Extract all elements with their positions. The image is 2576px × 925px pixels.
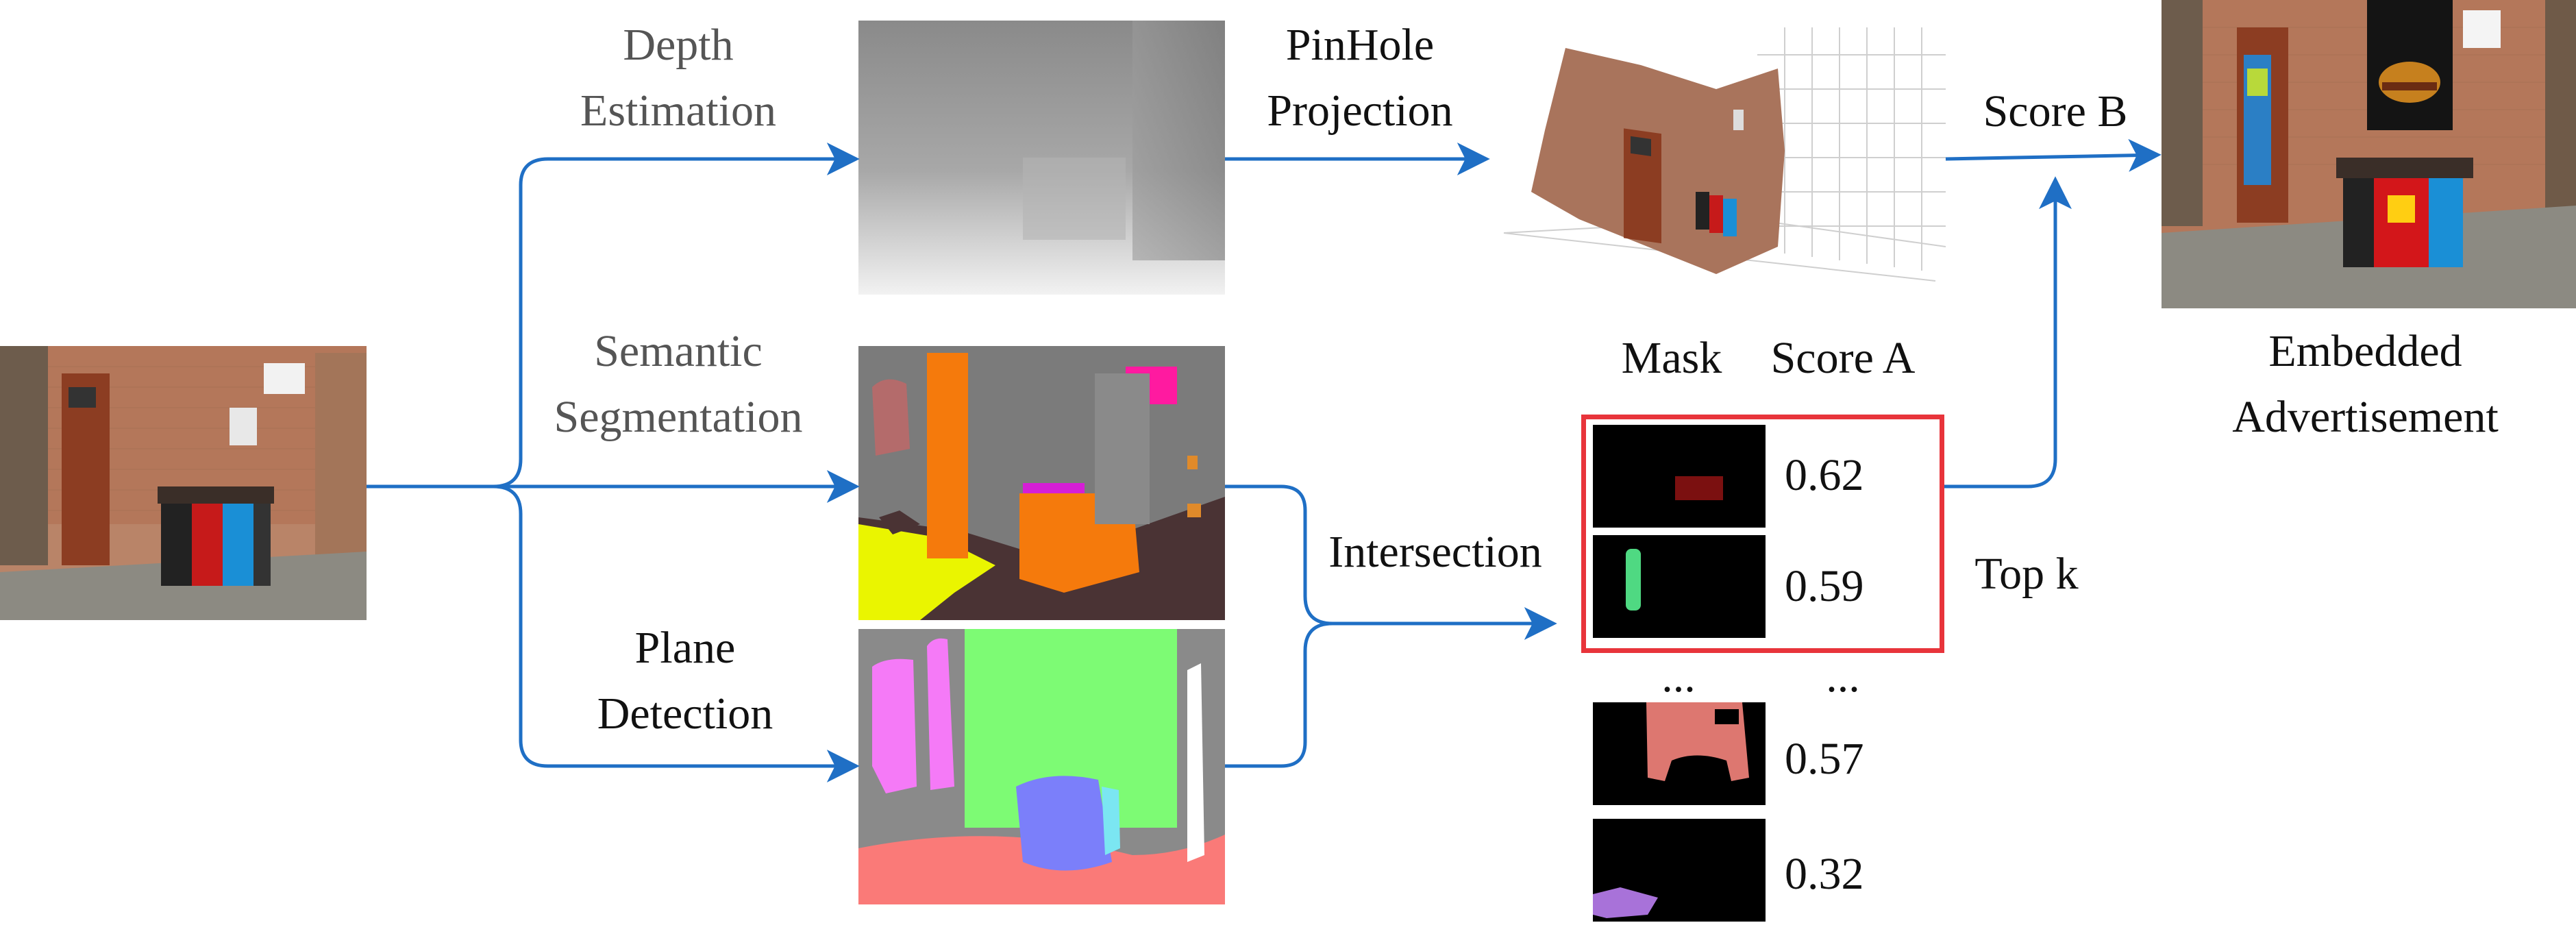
score-value-3: 0.57 xyxy=(1785,734,1864,784)
label-semantic-line2: Segmentation xyxy=(554,392,803,442)
score-ellipsis: ... xyxy=(1826,652,1860,702)
arrow-seg-to-intersection xyxy=(1225,484,1557,640)
label-pinhole-projection: PinHole Projection xyxy=(1243,12,1476,144)
mask-image-1 xyxy=(1593,425,1766,528)
mask-image-2 xyxy=(1593,535,1766,638)
arrow-plane-to-intersection xyxy=(1225,621,1333,768)
mask-image-4 xyxy=(1593,819,1766,922)
arrow-topk-to-scoreb xyxy=(1944,176,2072,489)
score-value-2: 0.59 xyxy=(1785,561,1864,611)
label-semantic-segmentation: Semantic Segmentation xyxy=(521,319,836,450)
label-plane-detection: Plane Detection xyxy=(562,615,808,747)
arrow-projection-to-output xyxy=(1945,138,2162,172)
mask-column-header: Mask xyxy=(1621,333,1722,383)
embedded-advertisement-image xyxy=(2162,0,2576,308)
label-embedded-line2: Advertisement xyxy=(2232,392,2499,442)
depth-map-image xyxy=(858,21,1225,295)
label-plane-line1: Plane xyxy=(634,623,736,673)
semantic-segmentation-image xyxy=(858,346,1225,620)
label-pinhole-line1: PinHole xyxy=(1285,20,1435,70)
mask-image-3 xyxy=(1593,702,1766,805)
label-embedded-line1: Embedded xyxy=(2268,326,2462,376)
label-depth-line2: Estimation xyxy=(580,86,776,136)
pinhole-projection-image xyxy=(1490,27,1946,295)
label-embedded-advertisement: Embedded Advertisement xyxy=(2155,319,2576,450)
label-intersection: Intersection xyxy=(1328,527,1542,577)
label-depth-estimation: Depth Estimation xyxy=(555,12,802,144)
input-photo xyxy=(0,346,367,620)
label-top-k: Top k xyxy=(1974,549,2079,599)
score-value-4: 0.32 xyxy=(1785,849,1864,899)
label-plane-line2: Detection xyxy=(597,689,773,739)
score-a-column-header: Score A xyxy=(1770,333,1916,383)
top-k-highlight-box xyxy=(1581,415,1944,653)
label-depth-line1: Depth xyxy=(623,20,734,70)
plane-detection-image xyxy=(858,629,1225,904)
label-score-b: Score B xyxy=(1983,86,2128,136)
label-semantic-line1: Semantic xyxy=(594,326,763,376)
label-pinhole-line2: Projection xyxy=(1267,86,1453,136)
arrow-to-plane xyxy=(367,484,860,782)
score-value-1: 0.62 xyxy=(1785,450,1864,500)
mask-ellipsis: ... xyxy=(1661,652,1696,702)
